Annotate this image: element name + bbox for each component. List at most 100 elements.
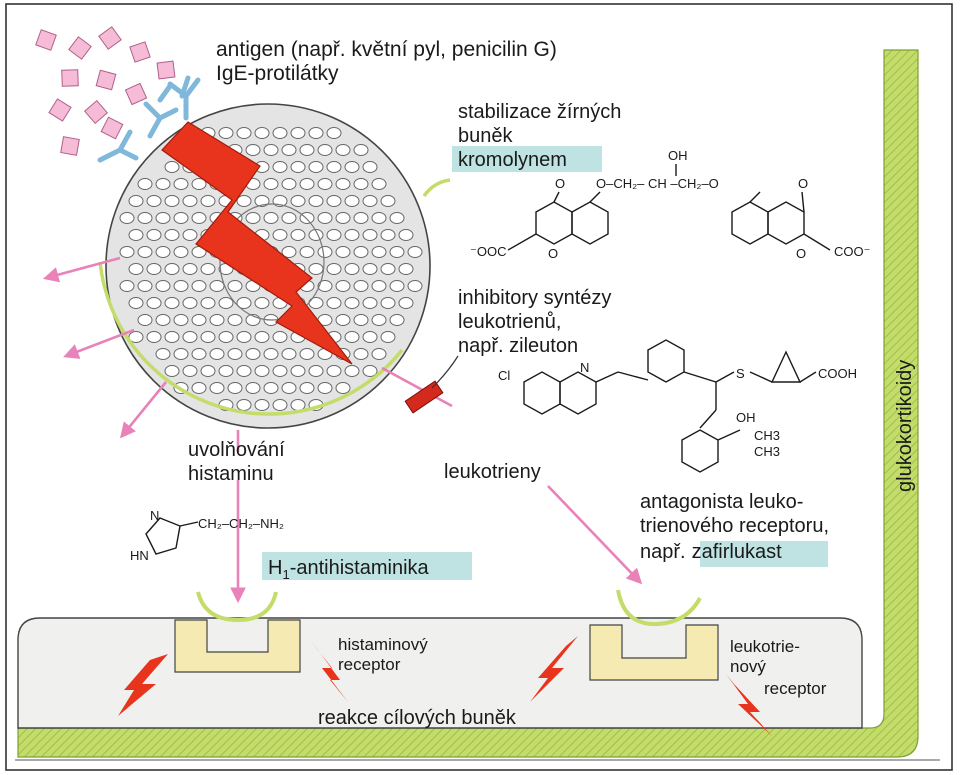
granule (128, 263, 144, 275)
granule (155, 314, 171, 326)
inhibitors-label-3: např. zileuton (458, 335, 578, 357)
granule (335, 314, 351, 326)
granule (281, 348, 297, 360)
granule (353, 314, 369, 326)
granule (164, 161, 180, 173)
granule (254, 297, 270, 309)
granule (191, 212, 207, 224)
antagonist-example-prefix: např. (640, 541, 686, 563)
structure-oh: OH (736, 410, 756, 425)
granule (371, 348, 387, 360)
granule (353, 212, 369, 224)
granule (362, 263, 378, 275)
granule (191, 348, 207, 360)
granule (245, 348, 261, 360)
granule (272, 161, 288, 173)
granule (290, 365, 306, 377)
granule (254, 331, 270, 343)
granule (380, 331, 396, 343)
leuko-receptor-label-1: leukotrie- (730, 637, 800, 656)
granule (335, 144, 351, 156)
structure-ch3-a: CH3 (754, 428, 780, 443)
granule (200, 297, 216, 309)
granule (371, 314, 387, 326)
granule (164, 331, 180, 343)
granule (155, 348, 171, 360)
granule (371, 246, 387, 258)
granule (281, 144, 297, 156)
antigen-particle (60, 136, 80, 156)
granule (281, 212, 297, 224)
granule (335, 212, 351, 224)
granule (236, 365, 252, 377)
histamine-hn: HN (130, 548, 149, 563)
zafirlukast-highlight (700, 541, 828, 567)
granule (353, 280, 369, 292)
granule (173, 246, 189, 258)
granule (137, 246, 153, 258)
granule (290, 195, 306, 207)
granule (173, 280, 189, 292)
granule (137, 280, 153, 292)
granule (344, 365, 360, 377)
granule (200, 331, 216, 343)
granule (254, 399, 270, 411)
granule (281, 178, 297, 190)
granule (326, 263, 342, 275)
granule (164, 297, 180, 309)
granule (326, 127, 342, 139)
granule (218, 297, 234, 309)
antigen-particle (156, 60, 176, 80)
activation-bolt (161, 121, 353, 365)
antigen-particle (48, 98, 72, 122)
leukotriene-receptor (589, 624, 719, 681)
granule (245, 144, 261, 156)
granule (182, 195, 198, 207)
leuko-receptor-label-3: receptor (764, 679, 827, 698)
granule (173, 314, 189, 326)
granule (317, 178, 333, 190)
structure-cooh: COOH (818, 366, 857, 381)
granule (362, 195, 378, 207)
granule (308, 127, 324, 139)
granule (335, 382, 351, 394)
granule (128, 331, 144, 343)
histamine-release-label-1: uvolňování (188, 439, 285, 461)
granule (164, 263, 180, 275)
structure-ch3-b: CH3 (754, 444, 780, 459)
cromolyn-ring-o-left: O (548, 246, 558, 261)
histamine-receptor-label-2: receptor (338, 655, 401, 674)
histamine-chain: CH₂–CH₂–NH₂ (198, 516, 284, 531)
granule (191, 382, 207, 394)
granule (290, 399, 306, 411)
granule (254, 195, 270, 207)
granule (119, 212, 135, 224)
granule (155, 246, 171, 258)
inhibitor-pointer (431, 355, 459, 389)
granule (407, 280, 423, 292)
ige-label: IgE-protilátky (216, 62, 339, 85)
granule (353, 246, 369, 258)
granule (164, 229, 180, 241)
granule (353, 144, 369, 156)
granule (182, 331, 198, 343)
granule (344, 331, 360, 343)
antigen-particle (95, 69, 117, 91)
granule (227, 280, 243, 292)
granule (128, 229, 144, 241)
granule (272, 229, 288, 241)
stabilization-arc (98, 261, 404, 416)
antagonist-cup (616, 589, 702, 627)
granule (290, 161, 306, 173)
granule (236, 399, 252, 411)
granule (146, 263, 162, 275)
histamine-structure: N HN CH₂–CH₂–NH₂ (130, 508, 284, 563)
granule (218, 365, 234, 377)
granule (326, 365, 342, 377)
granule (227, 382, 243, 394)
granule (263, 348, 279, 360)
granule (344, 297, 360, 309)
antigen-particle (68, 36, 92, 60)
granule (191, 280, 207, 292)
